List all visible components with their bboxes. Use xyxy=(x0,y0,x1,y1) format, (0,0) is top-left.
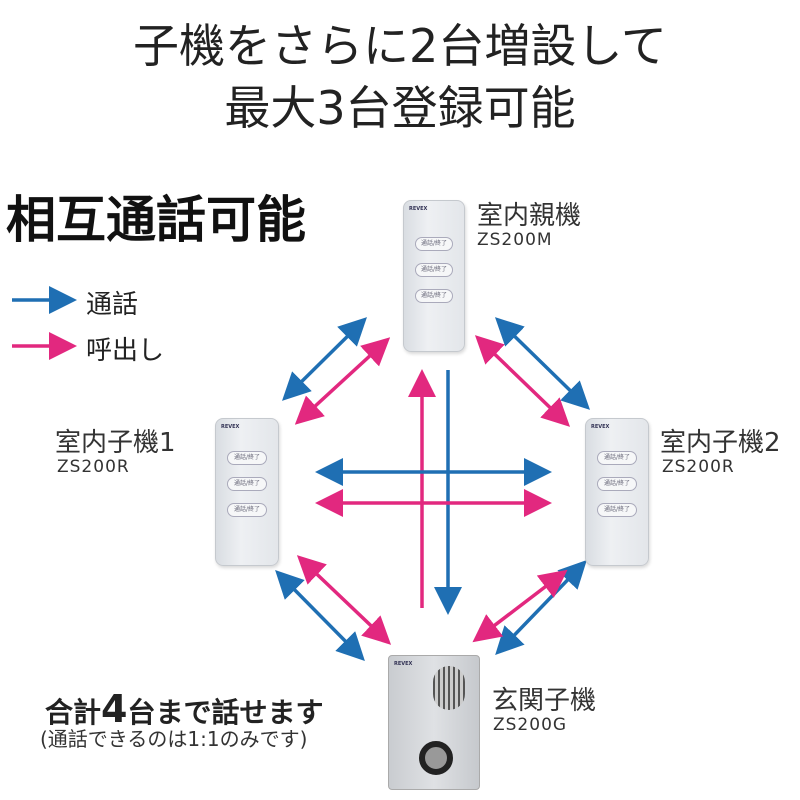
door-unit-model: ZS200G xyxy=(493,715,568,735)
arrow-ring-parent-child2 xyxy=(474,335,571,427)
arrow-call-child1-parent xyxy=(282,317,367,401)
arrow-ring-child1-door xyxy=(296,555,392,645)
brand-logo: REVEX xyxy=(394,661,413,667)
door-unit-image: REVEX xyxy=(388,655,480,790)
headline-line2: 最大3台登録可能 xyxy=(224,81,576,135)
call-button: 通話/終了 xyxy=(597,451,637,465)
arrow-ring-child1-parent xyxy=(294,337,391,425)
brand-logo: REVEX xyxy=(409,206,428,212)
note-suffix: 台まで話せます xyxy=(127,696,324,729)
microphone-icon xyxy=(419,741,453,775)
arrow-call-door-child2 xyxy=(495,559,587,656)
call-button: 通話/終了 xyxy=(227,477,267,491)
feature-title: 相互通話可能 xyxy=(6,191,306,249)
brand-logo: REVEX xyxy=(221,424,240,430)
note-prefix: 合計 xyxy=(45,696,102,729)
child-unit-1-name: 室内子機1 xyxy=(55,428,176,458)
call-button: 通話/終了 xyxy=(597,477,637,491)
call-button: 通話/終了 xyxy=(414,263,454,277)
legend-ring-label: 呼出し xyxy=(86,336,165,366)
child-unit-2-name: 室内子機2 xyxy=(660,428,781,458)
call-button: 通話/終了 xyxy=(414,289,454,303)
capacity-subnote: (通話できるのは1:1のみです) xyxy=(40,727,308,751)
speaker-grille-icon xyxy=(433,666,465,710)
parent-unit-image: REVEX 通話/終了 通話/終了 通話/終了 xyxy=(403,200,465,352)
child-unit-2-image: REVEX 通話/終了 通話/終了 通話/終了 xyxy=(585,418,649,566)
child-unit-1-model: ZS200R xyxy=(57,457,130,477)
call-button: 通話/終了 xyxy=(227,451,267,465)
door-unit-name: 玄関子機 xyxy=(492,686,597,716)
call-button: 通話/終了 xyxy=(414,237,454,251)
capacity-note: 合計4台まで話せます xyxy=(45,687,323,731)
headline-line1: 子機をさらに2台増設して xyxy=(133,19,667,73)
parent-unit-model: ZS200M xyxy=(477,230,553,250)
call-button: 通話/終了 xyxy=(227,503,267,517)
child-unit-1-image: REVEX 通話/終了 通話/終了 通話/終了 xyxy=(215,418,279,566)
brand-logo: REVEX xyxy=(591,424,610,430)
call-button: 通話/終了 xyxy=(597,503,637,517)
parent-unit-name: 室内親機 xyxy=(477,201,582,231)
legend-call-label: 通話 xyxy=(86,290,139,320)
arrow-call-child1-door xyxy=(275,570,365,661)
arrow-ring-door-child2 xyxy=(472,569,568,643)
note-count: 4 xyxy=(101,687,128,731)
child-unit-2-model: ZS200R xyxy=(662,457,735,477)
arrow-call-parent-child2 xyxy=(494,317,591,410)
